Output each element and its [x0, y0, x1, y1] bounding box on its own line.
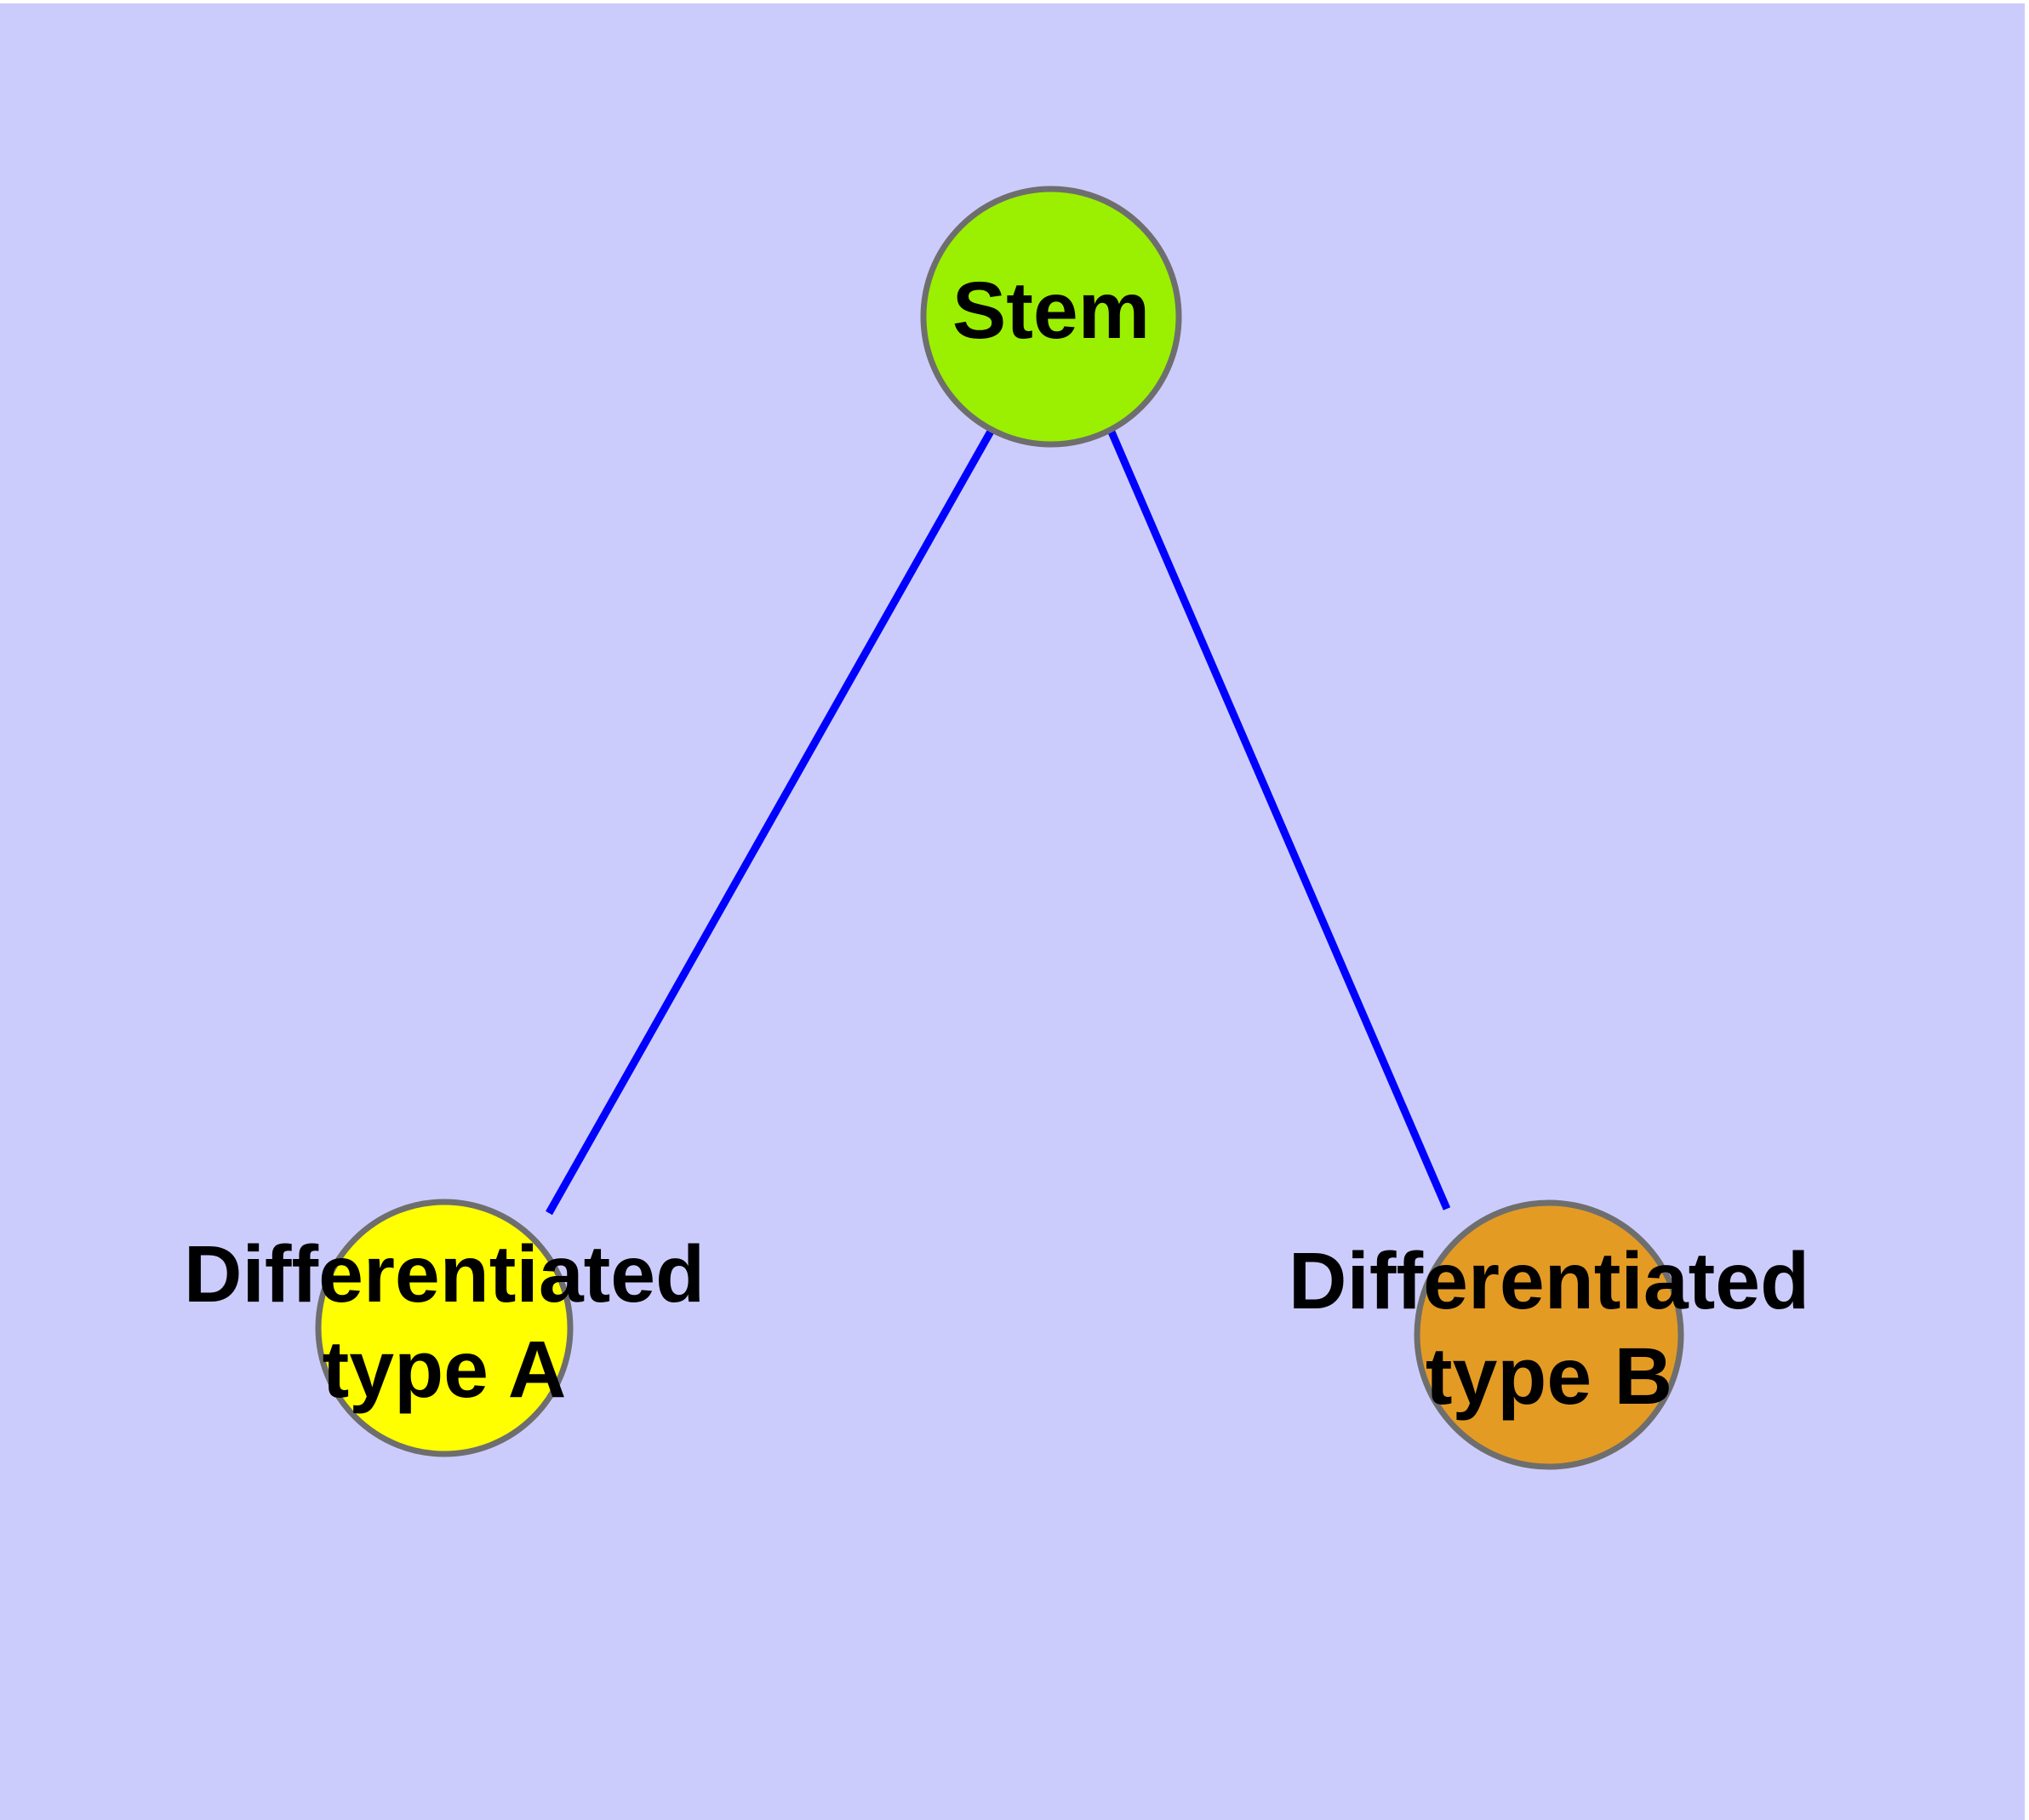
node-stem-circle[interactable]	[920, 186, 1182, 448]
edge-stem-to-differentiated-b[interactable]	[1106, 428, 1451, 1210]
node-stem-label: Stem	[952, 266, 1150, 356]
node-differentiated-type-a-circle[interactable]	[315, 1199, 574, 1457]
edge-stem-to-differentiated-a[interactable]	[546, 427, 995, 1216]
node-differentiated-type-b-circle[interactable]	[1414, 1199, 1684, 1470]
node-stem[interactable]: Stem	[920, 186, 1182, 448]
edge-group	[546, 427, 1451, 1216]
